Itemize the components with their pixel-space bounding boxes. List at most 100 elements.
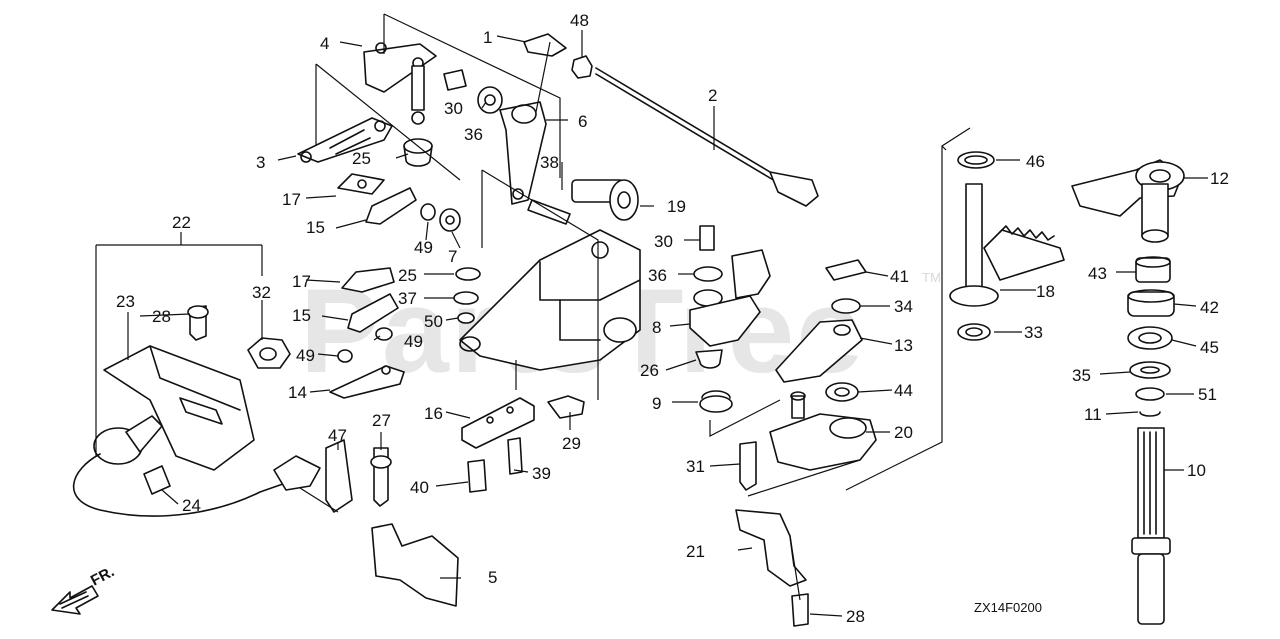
callout-12[interactable]: 12 [1210,169,1229,188]
part-21-bracket[interactable] [735,509,807,587]
callout-37[interactable]: 37 [398,289,417,308]
part-46-ring[interactable] [957,151,995,169]
part-35-washer[interactable] [1129,361,1171,379]
callout-9[interactable]: 9 [652,394,661,413]
part-17-clip-lower[interactable] [341,267,395,293]
callout-30-middle[interactable]: 30 [654,232,673,251]
callout-11[interactable]: 11 [1084,405,1102,424]
callout-33[interactable]: 33 [1024,323,1043,342]
part-1-joint[interactable] [523,33,567,57]
part-15-joint-upper[interactable] [365,187,417,225]
part-19-shaft[interactable] [571,179,639,221]
callout-3[interactable]: 3 [256,153,265,172]
part-32-nut[interactable] [247,337,291,369]
part-40-screw[interactable] [467,459,487,493]
part-33-washer[interactable] [957,323,991,341]
part-5-plate[interactable] [371,523,459,607]
part-12-sector-gear[interactable] [1071,159,1185,243]
callout-49-right[interactable]: 49 [404,332,423,351]
callout-18[interactable]: 18 [1036,282,1055,301]
callout-29[interactable]: 29 [562,434,581,453]
part-15-joint-lower[interactable] [347,293,399,333]
part-29-bolt[interactable] [547,395,585,419]
callout-47[interactable]: 47 [328,426,347,445]
callout-51[interactable]: 51 [1198,385,1217,404]
callout-25-lower[interactable]: 25 [398,266,417,285]
callout-28-upper[interactable]: 28 [152,307,171,326]
part-49-nut-left[interactable] [337,349,353,363]
part-43-collar[interactable] [1135,257,1171,283]
part-25-bushing-lower[interactable] [455,267,481,281]
part-washer-30[interactable] [477,86,503,114]
part-24-clamp[interactable] [143,465,171,495]
callout-19[interactable]: 19 [667,197,686,216]
callout-16[interactable]: 16 [424,404,443,423]
part-37-washer[interactable] [453,291,479,305]
part-30-bolt-upper[interactable] [443,69,467,91]
part-16-block[interactable] [461,397,535,449]
part-47-clamp[interactable] [325,439,353,513]
part-9-spring[interactable] [699,390,733,413]
part-4-plate[interactable] [363,42,437,125]
callout-26[interactable]: 26 [640,361,659,380]
part-44-bearing[interactable] [825,382,859,402]
part-31-bolt[interactable] [739,441,757,491]
callout-17-lower[interactable]: 17 [292,272,311,291]
part-30-bolt-middle[interactable] [699,225,715,251]
part-6-arm[interactable] [499,101,547,205]
callout-43[interactable]: 43 [1088,264,1107,283]
callout-17-upper[interactable]: 17 [282,190,301,209]
callout-28-lower[interactable]: 28 [846,607,865,626]
part-11-clip[interactable] [1139,411,1161,417]
callout-25-upper[interactable]: 25 [352,149,371,168]
part-39-screw[interactable] [507,437,523,475]
callout-39[interactable]: 39 [532,464,551,483]
part-51-spring[interactable] [1135,387,1165,401]
callout-49-upper[interactable]: 49 [414,238,433,257]
callout-46[interactable]: 46 [1026,152,1045,171]
callout-27[interactable]: 27 [372,411,391,430]
part-3-lever[interactable] [297,117,393,163]
part-49-nut-upper[interactable] [420,203,436,221]
part-49-nut-right[interactable] [375,327,393,341]
part-50-clip[interactable] [457,312,475,324]
callout-15-upper[interactable]: 15 [306,218,325,237]
callout-36-upper[interactable]: 36 [464,125,483,144]
callout-36-middle[interactable]: 36 [648,266,667,285]
callout-8[interactable]: 8 [652,318,661,337]
part-42-bearing[interactable] [1127,291,1175,317]
callout-40[interactable]: 40 [410,478,429,497]
callout-41[interactable]: 41 [890,267,909,286]
callout-31[interactable]: 31 [686,457,705,476]
part-36-bushing[interactable] [693,266,723,282]
callout-22[interactable]: 22 [172,213,191,232]
callout-35[interactable]: 35 [1072,366,1091,385]
callout-50[interactable]: 50 [424,312,443,331]
callout-45[interactable]: 45 [1200,338,1219,357]
callout-14[interactable]: 14 [288,383,307,402]
part-7-bracket[interactable] [459,229,641,371]
part-2-rod[interactable] [595,67,781,179]
callout-34[interactable]: 34 [894,297,913,316]
callout-5[interactable]: 5 [488,568,497,587]
part-28-bolt-lower[interactable] [791,593,809,627]
callout-2[interactable]: 2 [708,86,717,105]
callout-38[interactable]: 38 [540,153,559,172]
part-26-bushing[interactable] [695,349,723,369]
callout-23[interactable]: 23 [116,292,135,311]
callout-48[interactable]: 48 [570,11,589,30]
part-20-housing[interactable] [769,391,877,471]
callout-44[interactable]: 44 [894,381,913,400]
part-washer-upper[interactable] [439,208,461,232]
part-34-washer[interactable] [831,298,861,314]
callout-49-left[interactable]: 49 [296,346,315,365]
part-22-switch-assembly[interactable] [72,345,321,517]
part-38-pin[interactable] [527,199,571,225]
callout-30-upper[interactable]: 30 [444,99,463,118]
callout-21[interactable]: 21 [686,542,705,561]
callout-24[interactable]: 24 [182,496,201,515]
part-18-shaft-gear[interactable] [949,183,1065,307]
callout-6[interactable]: 6 [578,112,587,131]
callout-13[interactable]: 13 [894,336,913,355]
callout-15-lower[interactable]: 15 [292,306,311,325]
